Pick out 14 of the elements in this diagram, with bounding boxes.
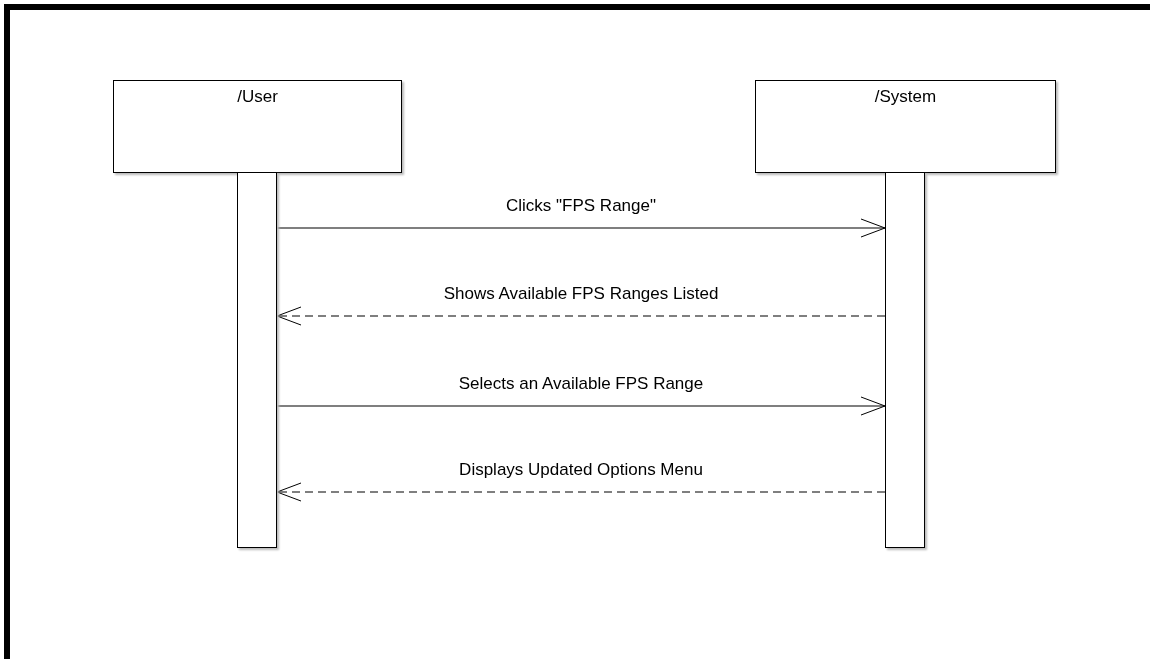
message-label: Displays Updated Options Menu bbox=[457, 460, 705, 480]
message-label: Clicks "FPS Range" bbox=[504, 196, 658, 216]
message-arrow bbox=[276, 218, 886, 238]
message-arrow bbox=[276, 396, 886, 416]
lifeline-head-box bbox=[113, 80, 402, 173]
message-arrow bbox=[276, 482, 886, 502]
activation-bar bbox=[885, 172, 925, 548]
participant-name: /System bbox=[873, 86, 938, 107]
message-label: Selects an Available FPS Range bbox=[456, 374, 706, 394]
message-label: Shows Available FPS Ranges Listed bbox=[441, 284, 721, 304]
lifeline-head-box bbox=[755, 80, 1056, 173]
activation-bar bbox=[237, 172, 277, 548]
message-arrow bbox=[276, 306, 886, 326]
participant-name: /User bbox=[236, 86, 279, 107]
